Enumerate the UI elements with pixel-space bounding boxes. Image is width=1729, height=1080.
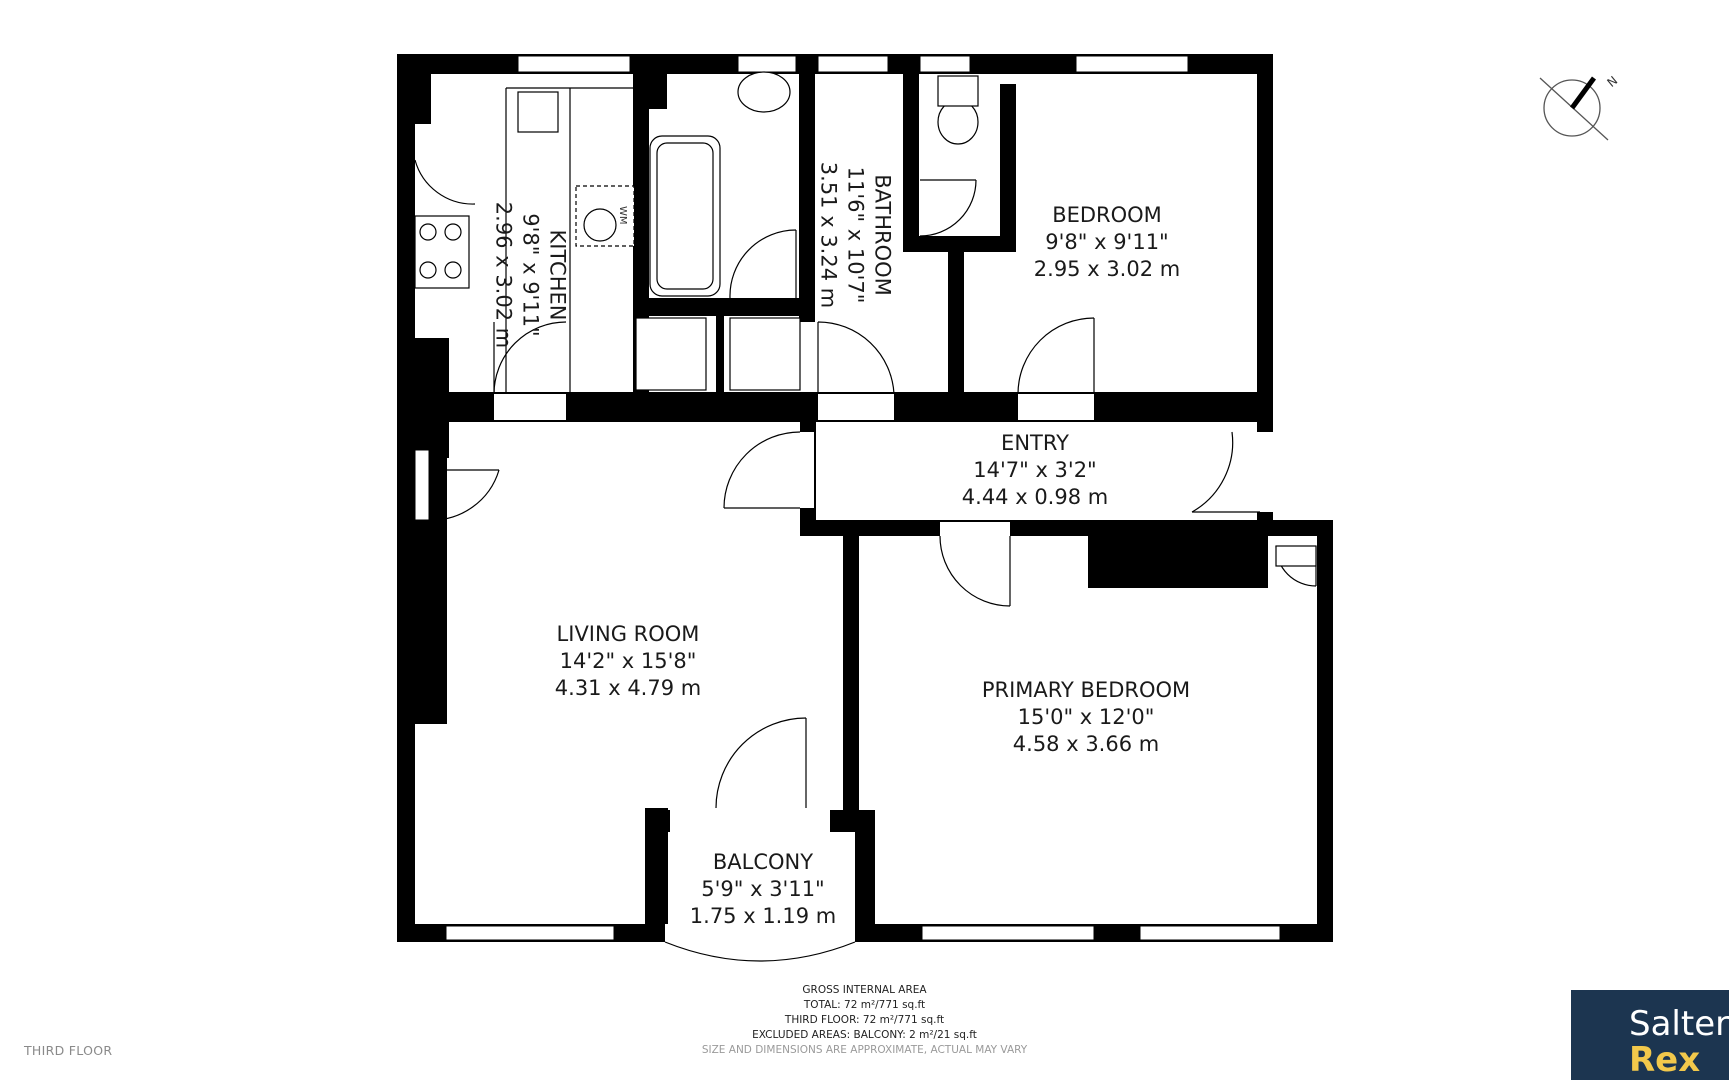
wm-label: WM — [617, 206, 628, 225]
floor-name: THIRD FLOOR — [24, 1043, 113, 1058]
brand-logo: Salter Rex — [1571, 990, 1729, 1080]
area-total: TOTAL: 72 m²/771 sq.ft — [803, 999, 926, 1011]
room-kitchen-name: KITCHEN — [545, 229, 570, 321]
room-living-room-metric: 4.31 x 4.79 m — [554, 676, 702, 700]
room-bathroom-imperial: 11'6" x 10'7" — [843, 166, 868, 304]
room-kitchen: KITCHEN 9'8" x 9'11" 2.96 x 3.02 m — [490, 202, 571, 348]
room-kitchen-imperial: 9'8" x 9'11" — [518, 213, 543, 337]
room-bedroom-imperial: 9'8" x 9'11" — [1045, 230, 1169, 254]
room-bedroom-name: BEDROOM — [1052, 203, 1162, 227]
room-primary-bedroom-imperial: 15'0" x 12'0" — [1017, 705, 1155, 729]
room-entry-imperial: 14'7" x 3'2" — [973, 458, 1097, 482]
room-entry-metric: 4.44 x 0.98 m — [961, 485, 1109, 509]
room-primary-bedroom: PRIMARY BEDROOM 15'0" x 12'0" 4.58 x 3.6… — [982, 677, 1190, 758]
room-entry-name: ENTRY — [1001, 431, 1069, 455]
room-primary-bedroom-name: PRIMARY BEDROOM — [981, 678, 1191, 702]
area-excluded: EXCLUDED AREAS: BALCONY: 2 m²/21 sq.ft — [752, 1029, 977, 1041]
windows — [414, 55, 1281, 941]
room-balcony-metric: 1.75 x 1.19 m — [689, 904, 837, 928]
compass-north-label: N — [1604, 73, 1620, 89]
compass-icon — [1539, 76, 1609, 141]
room-living-room-imperial: 14'2" x 15'8" — [559, 649, 697, 673]
room-balcony-name: BALCONY — [712, 850, 814, 874]
room-bedroom: BEDROOM 9'8" x 9'11" 2.95 x 3.02 m — [1034, 202, 1180, 283]
brand-line2: Rex — [1629, 1040, 1701, 1080]
room-bathroom: BATHROOM 11'6" x 10'7" 3.51 x 3.24 m — [815, 162, 896, 308]
room-bedroom-metric: 2.95 x 3.02 m — [1033, 257, 1181, 281]
room-living-room: LIVING ROOM 14'2" x 15'8" 4.31 x 4.79 m — [555, 621, 701, 702]
area-floor: THIRD FLOOR: 72 m²/771 sq.ft — [784, 1014, 945, 1026]
area-heading: GROSS INTERNAL AREA — [802, 984, 927, 996]
room-balcony-imperial: 5'9" x 3'11" — [701, 877, 825, 901]
area-summary: GROSS INTERNAL AREA TOTAL: 72 m²/771 sq.… — [0, 983, 1729, 1058]
brand-line1: Salter — [1629, 1004, 1729, 1044]
fixtures — [414, 71, 1317, 962]
kitchen-sink — [517, 91, 559, 133]
room-bathroom-name: BATHROOM — [870, 174, 895, 296]
bathroom-sink — [737, 71, 791, 113]
room-entry: ENTRY 14'7" x 3'2" 4.44 x 0.98 m — [962, 430, 1108, 511]
room-bathroom-metric: 3.51 x 3.24 m — [816, 161, 841, 309]
room-primary-bedroom-metric: 4.58 x 3.66 m — [1012, 732, 1160, 756]
door-openings — [494, 394, 1273, 832]
room-kitchen-metric: 2.96 x 3.02 m — [491, 201, 516, 349]
area-disclaimer: SIZE AND DIMENSIONS ARE APPROXIMATE, ACT… — [701, 1044, 1028, 1056]
room-balcony: BALCONY 5'9" x 3'11" 1.75 x 1.19 m — [690, 849, 836, 930]
room-living-room-name: LIVING ROOM — [556, 622, 700, 646]
